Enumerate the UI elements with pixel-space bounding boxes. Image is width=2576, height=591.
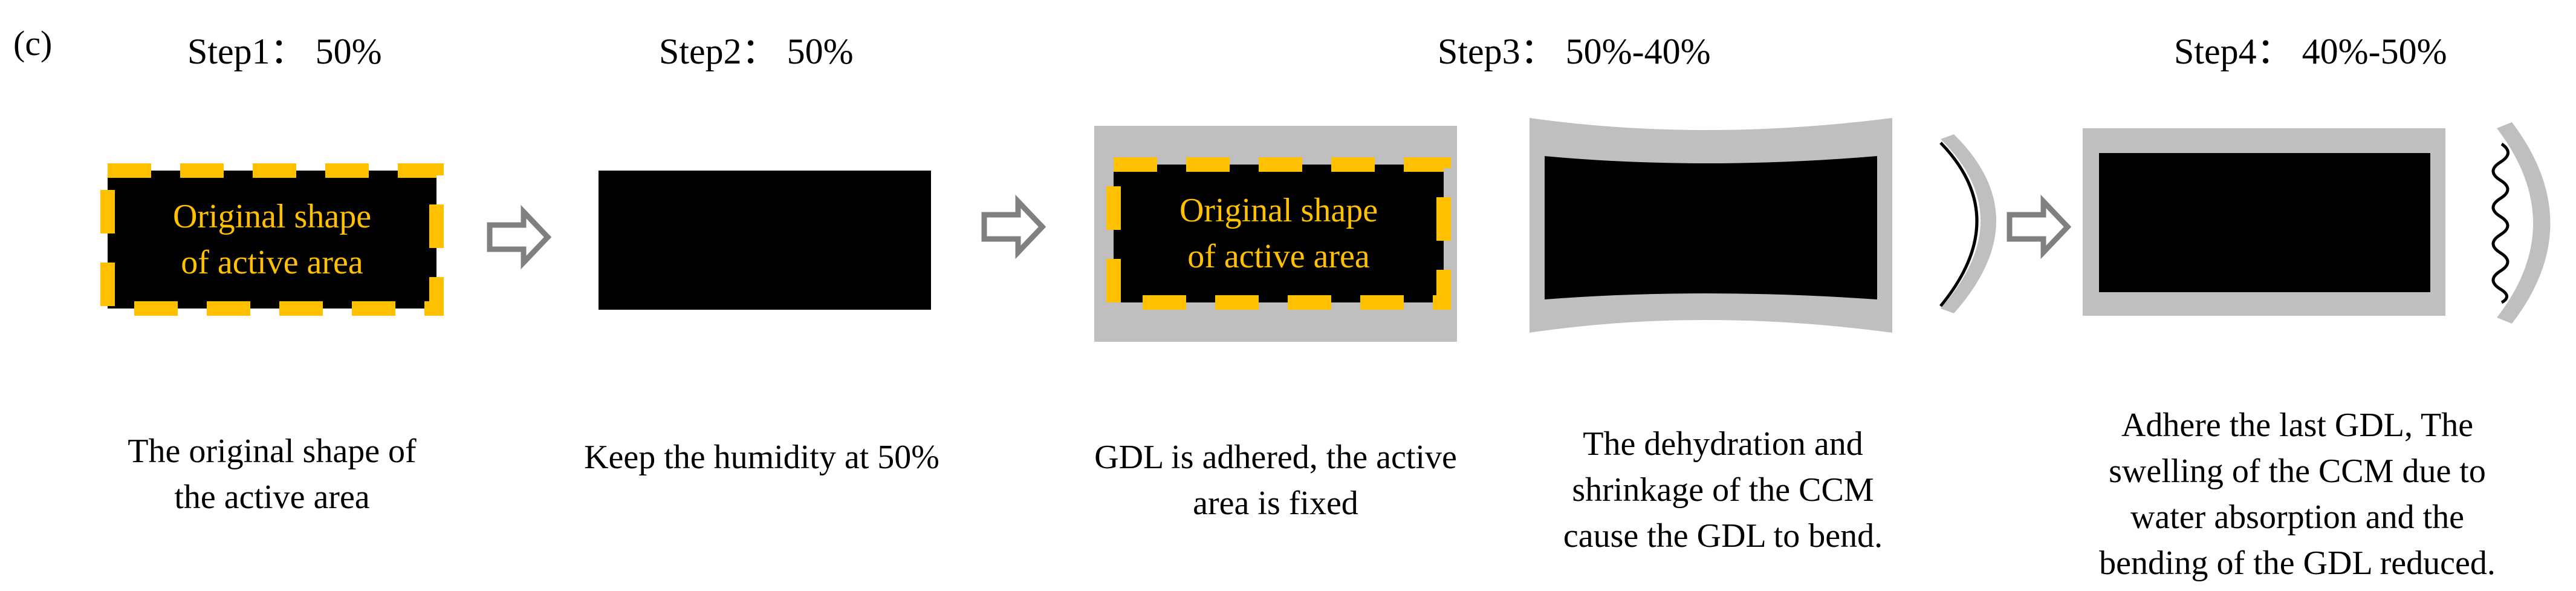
step1-title: Step1： 50% <box>187 31 382 71</box>
inner-label-line: of active area <box>1187 238 1370 275</box>
step2b-inner-label: Original shape of active area <box>1114 188 1444 279</box>
right-arrow-icon <box>981 194 1046 260</box>
caption-line: GDL is adhered, the active <box>1094 439 1457 476</box>
caption-line: Adhere the last GDL, The <box>2121 407 2474 444</box>
step1-active-area <box>100 163 444 316</box>
caption-line: The original shape of <box>128 433 417 470</box>
step2-caption: Keep the humidity at 50% <box>544 434 979 480</box>
step4-title: Step4： 40%-50% <box>2174 31 2447 71</box>
step3-caption: The dehydration and shrinkage of the CCM… <box>1530 421 1916 559</box>
caption-line: the active area <box>174 478 370 516</box>
panel-label: (c) <box>13 24 53 63</box>
step3-bent-gdl <box>1530 118 1996 333</box>
caption-line: bending of the GDL reduced. <box>2099 544 2496 582</box>
inner-label-line: Original shape <box>172 198 372 235</box>
caption-line: cause the GDL to bend. <box>1563 517 1883 555</box>
step4-caption: Adhere the last GDL, The swelling of the… <box>2062 402 2533 586</box>
step2b-gdl-adhered <box>1094 126 1457 342</box>
inner-label-line: of active area <box>181 244 363 281</box>
caption-line: The dehydration and <box>1583 425 1863 463</box>
caption-line: shrinkage of the CCM <box>1572 471 1874 509</box>
caption-line: Keep the humidity at 50% <box>584 439 939 476</box>
step4-gdl <box>2083 122 2551 324</box>
step1-inner-label: Original shape of active area <box>108 194 436 286</box>
step1-caption: The original shape of the active area <box>79 428 466 520</box>
caption-line: swelling of the CCM due to <box>2109 452 2486 490</box>
step2b-caption: GDL is adhered, the active area is fixed <box>1052 434 1499 526</box>
right-arrow-icon <box>2007 194 2072 260</box>
step2-title: Step2： 50% <box>659 31 854 71</box>
caption-line: area is fixed <box>1193 485 1358 522</box>
right-arrow-icon <box>487 204 552 270</box>
inner-label-line: Original shape <box>1179 192 1378 229</box>
caption-line: water absorption and the <box>2130 498 2465 536</box>
step2-active-area <box>599 171 931 310</box>
step3-title: Step3： 50%-40% <box>1438 31 1711 71</box>
